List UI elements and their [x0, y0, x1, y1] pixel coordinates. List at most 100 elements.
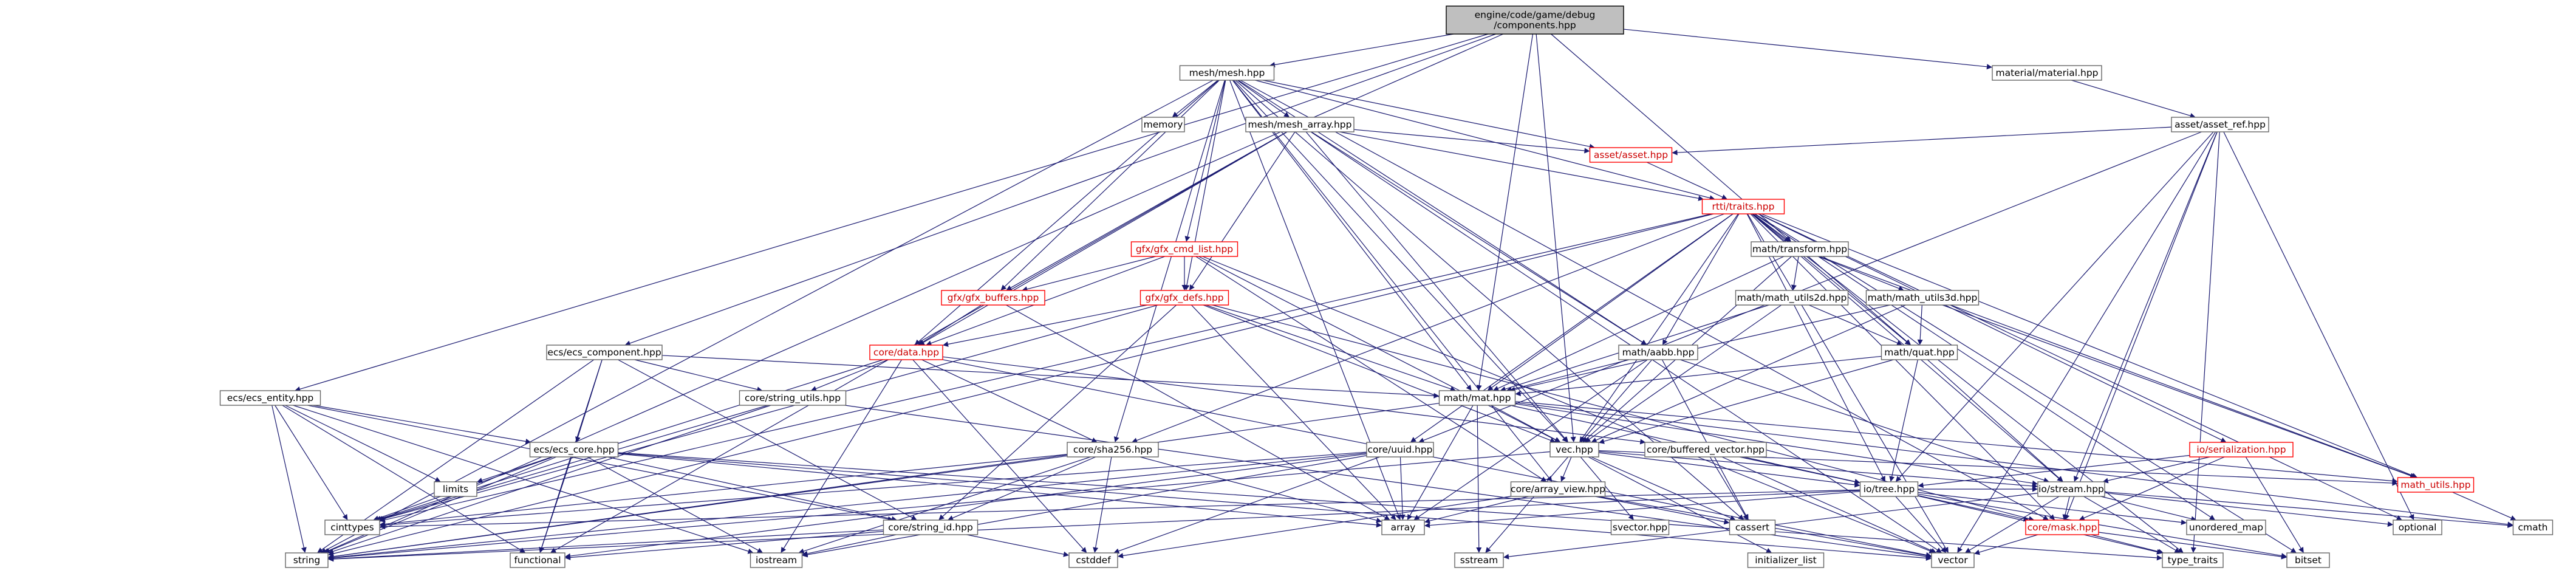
node-cmath[interactable]: cmath [2512, 519, 2554, 535]
node-quat[interactable]: math/quat.hpp [1881, 345, 1958, 360]
node-svector[interactable]: svector.hpp [1610, 519, 1670, 535]
node-box [1179, 65, 1275, 81]
node-box [324, 519, 380, 535]
node-mesh[interactable]: mesh/mesh.hpp [1179, 65, 1275, 81]
node-gfx_buffers[interactable]: gfx/gfx_buffers.hpp [941, 290, 1045, 306]
edge-arrowhead [2392, 480, 2398, 486]
edge-gfx_cmd_list-to-core_data [926, 256, 1165, 346]
node-unordered_map[interactable]: unordered_map [2186, 519, 2266, 535]
node-type_traits[interactable]: type_traits [2162, 552, 2224, 568]
node-gfx_defs[interactable]: gfx/gfx_defs.hpp [1139, 290, 1229, 306]
node-ecs_core[interactable]: ecs/ecs_core.hpp [529, 442, 619, 458]
edge-traits-to-aabb [1662, 213, 1740, 345]
edge-arrowhead [1132, 437, 1138, 443]
node-label: ecs/ecs_entity.hpp [227, 393, 313, 404]
node-label: memory [1144, 119, 1183, 130]
node-initializer_list[interactable]: initializer_list [1747, 552, 1825, 568]
node-box [869, 345, 943, 360]
edge-serialization-to-core_mask [2079, 456, 2225, 521]
node-mesh_array[interactable]: mesh/mesh_array.hpp [1245, 117, 1355, 132]
edge-iostream_hpp-to-vector [1965, 496, 2060, 553]
edge-ecs_core-to-vector [618, 453, 1932, 561]
node-limits[interactable]: limits [434, 481, 477, 497]
edge-arrowhead [434, 476, 441, 482]
node-aabb[interactable]: math/aabb.hpp [1618, 345, 1698, 360]
edge-utils2d-to-quat [1808, 304, 1902, 346]
edge-string_id-to-string [328, 529, 884, 562]
node-box [1068, 552, 1118, 568]
edge-arrowhead [943, 341, 949, 347]
node-bitset[interactable]: bitset [2286, 552, 2330, 568]
node-iostream_hpp[interactable]: io/stream.hpp [2037, 481, 2105, 497]
node-array_view[interactable]: core/array_view.hpp [1510, 481, 1606, 497]
edge-sha256-to-cinttypes [380, 454, 1068, 527]
edge-traits-to-unordered_map [1754, 213, 2215, 520]
node-root[interactable]: engine/code/game/debug/components.hpp [1446, 5, 1624, 35]
edge-ecs_component-to-string_id [618, 359, 917, 520]
edge-arrowhead [2174, 547, 2181, 553]
node-vec[interactable]: vec.hpp [1549, 442, 1599, 458]
node-transform[interactable]: math/transform.hpp [1751, 241, 1849, 257]
node-cstddef[interactable]: cstddef [1068, 552, 1118, 568]
node-label: core/mask.hpp [2028, 522, 2097, 533]
node-functional[interactable]: functional [510, 552, 565, 568]
edge-arrowhead [1599, 438, 1605, 444]
node-memory[interactable]: memory [1141, 117, 1185, 132]
edge-mesh_array-to-vector [1310, 131, 1942, 553]
edge-iostream_hpp-to-type_traits [2083, 496, 2181, 553]
edge-traits-to-mat [1487, 213, 1734, 391]
node-string_utils[interactable]: core/string_utils.hpp [739, 390, 847, 406]
node-buffered_vector[interactable]: core/buffered_vector.hpp [1644, 442, 1767, 458]
node-iostream[interactable]: iostream [750, 552, 803, 568]
edge-gfx_cmd_list-to-gfx_defs [1181, 256, 1187, 290]
node-cinttypes[interactable]: cinttypes [324, 519, 380, 535]
node-sstream[interactable]: sstream [1454, 552, 1504, 568]
node-string_id[interactable]: core/string_id.hpp [883, 519, 979, 535]
edge-mat-to-array [1407, 405, 1474, 520]
edge-gfx_defs-to-core_data [943, 304, 1148, 347]
node-core_mask[interactable]: core/mask.hpp [2025, 519, 2099, 535]
node-material[interactable]: material/material.hpp [1992, 65, 2102, 81]
node-ecs_component[interactable]: ecs/ecs_component.hpp [546, 345, 663, 360]
node-box [1067, 442, 1159, 458]
node-ecs_entity[interactable]: ecs/ecs_entity.hpp [219, 390, 321, 406]
node-string[interactable]: string [285, 552, 329, 568]
node-cassert[interactable]: cassert [1729, 519, 1776, 535]
node-array[interactable]: array [1381, 519, 1425, 535]
node-asset[interactable]: asset/asset.hpp [1589, 147, 1673, 163]
node-sha256[interactable]: core/sha256.hpp [1067, 442, 1159, 458]
node-serialization[interactable]: io/serialization.hpp [2189, 442, 2294, 458]
node-iotree[interactable]: io/tree.hpp [1859, 481, 1919, 497]
node-uuid[interactable]: core/uuid.hpp [1366, 442, 1434, 458]
edge-arrowhead [1918, 482, 1924, 489]
edge-arrowhead [1930, 548, 1937, 554]
node-asset_ref[interactable]: asset/asset_ref.hpp [2171, 117, 2269, 132]
edge-mesh_array-to-traits [1339, 131, 1704, 201]
edge-arrowhead [1487, 385, 1494, 391]
node-gfx_cmd_list[interactable]: gfx/gfx_cmd_list.hpp [1130, 241, 1238, 257]
node-label: core/sha256.hpp [1073, 444, 1152, 455]
edge-arrowhead [1399, 514, 1406, 520]
node-mat[interactable]: math/mat.hpp [1438, 390, 1516, 406]
node-optional[interactable]: optional [2393, 519, 2442, 535]
edge-core_mask-to-vector [1974, 534, 2038, 555]
node-label: io/stream.hpp [2038, 484, 2104, 495]
node-core_data[interactable]: core/data.hpp [869, 345, 943, 360]
node-vector[interactable]: vector [1931, 552, 1975, 568]
node-math_utils[interactable]: math_utils.hpp [2397, 477, 2475, 493]
edge-iotree-to-vector [1895, 496, 1947, 553]
node-utils3d[interactable]: math/math_utils3d.hpp [1865, 290, 1980, 306]
node-box [1549, 442, 1599, 458]
node-utils2d[interactable]: math/math_utils2d.hpp [1735, 290, 1849, 306]
edge-ecs_entity-to-string [272, 405, 307, 553]
edge-arrowhead [1113, 436, 1119, 442]
edge-utils2d-to-vec [1585, 304, 1782, 442]
node-traits[interactable]: rtti/traits.hpp [1701, 199, 1785, 214]
edge-asset_ref-to-optional [2223, 131, 2414, 520]
node-box [2025, 519, 2099, 535]
node-box [1729, 519, 1776, 535]
node-label: limits [443, 484, 468, 495]
edge-ecs_component-to-string [317, 359, 595, 553]
edge-material-to-asset_ref [2071, 80, 2196, 118]
edge-traits-to-transform [1752, 213, 1791, 242]
